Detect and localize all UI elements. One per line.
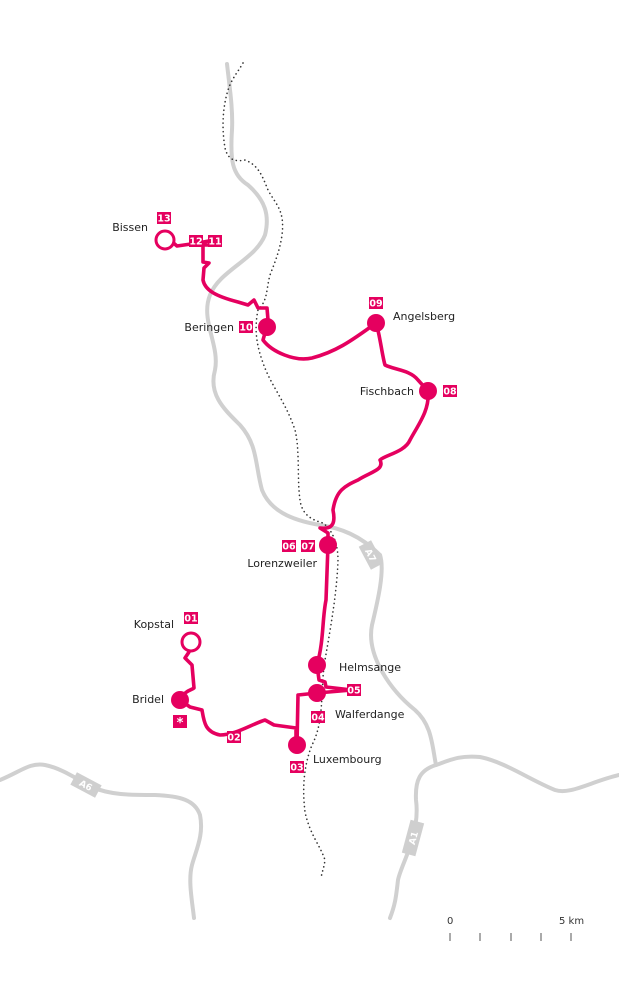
stop-fischbach[interactable] [419,382,437,400]
badge-02: 02 [227,731,241,744]
badge-01: 01 [184,612,198,625]
road-shield-a7: A7 [358,540,384,570]
stop-angelsberg[interactable] [367,314,385,332]
road-east [388,754,619,920]
stop-bridel[interactable] [171,691,189,709]
svg-text:05: 05 [347,686,360,697]
road-north [205,62,382,557]
svg-text:06: 06 [282,542,296,553]
svg-text:01: 01 [184,614,197,625]
roads [0,62,619,920]
place-labels: Bissen Beringen Angelsberg Fischbach Lor… [112,221,455,766]
label-fischbach: Fischbach [360,385,414,398]
badge-07: 07 [301,540,315,553]
svg-text:09: 09 [369,299,382,310]
stop-helmsange[interactable] [308,656,326,674]
badge-11: 11 [208,235,222,248]
stop-kopstal[interactable] [180,631,202,653]
badge-09: 09 [369,297,383,310]
road-shield-a1: A1 [401,819,425,857]
svg-text:07: 07 [301,542,314,553]
svg-text:A1: A1 [408,831,421,846]
label-beringen: Beringen [184,321,234,334]
start-marker-badge: * [173,715,187,731]
svg-text:13: 13 [157,214,170,225]
label-lorenzweiler: Lorenzweiler [247,557,317,570]
label-angelsberg: Angelsberg [393,310,455,323]
svg-text:08: 08 [443,387,457,398]
scale-end-label: 5 km [559,916,584,927]
badge-05: 05 [347,684,361,697]
badge-04: 04 [311,711,325,724]
road-shield-a6: A6 [70,772,102,798]
label-walferdange: Walferdange [335,708,405,721]
badge-10: 10 [239,321,253,334]
label-luxembourg: Luxembourg [313,753,382,766]
svg-text:10: 10 [239,323,253,334]
stage-badges: 13 12 11 10 09 08 06 07 01 05 04 02 03 * [157,212,457,774]
label-bridel: Bridel [132,693,164,706]
route-line [168,236,430,747]
stop-luxembourg[interactable] [288,736,306,754]
road-a7 [369,553,438,767]
badge-12: 12 [189,235,203,248]
svg-text:11: 11 [208,237,221,248]
badge-08: 08 [443,385,457,398]
stops [154,229,437,754]
svg-text:02: 02 [227,733,240,744]
river [222,62,339,879]
road-a6 [0,762,203,920]
label-helmsange: Helmsange [339,661,401,674]
svg-text:*: * [177,716,184,731]
label-kopstal: Kopstal [134,618,174,631]
scale-bar: 0 5 km [447,916,584,941]
svg-text:04: 04 [311,713,325,724]
stop-bissen[interactable] [154,229,176,251]
stop-walferdange[interactable] [308,684,326,702]
stop-lorenzweiler[interactable] [319,536,337,554]
badge-06: 06 [282,540,296,553]
stop-beringen[interactable] [258,318,276,336]
badge-13: 13 [157,212,171,225]
svg-text:03: 03 [290,763,303,774]
badge-03: 03 [290,761,304,774]
svg-text:12: 12 [189,237,202,248]
label-bissen: Bissen [112,221,148,234]
scale-start-label: 0 [447,916,453,927]
